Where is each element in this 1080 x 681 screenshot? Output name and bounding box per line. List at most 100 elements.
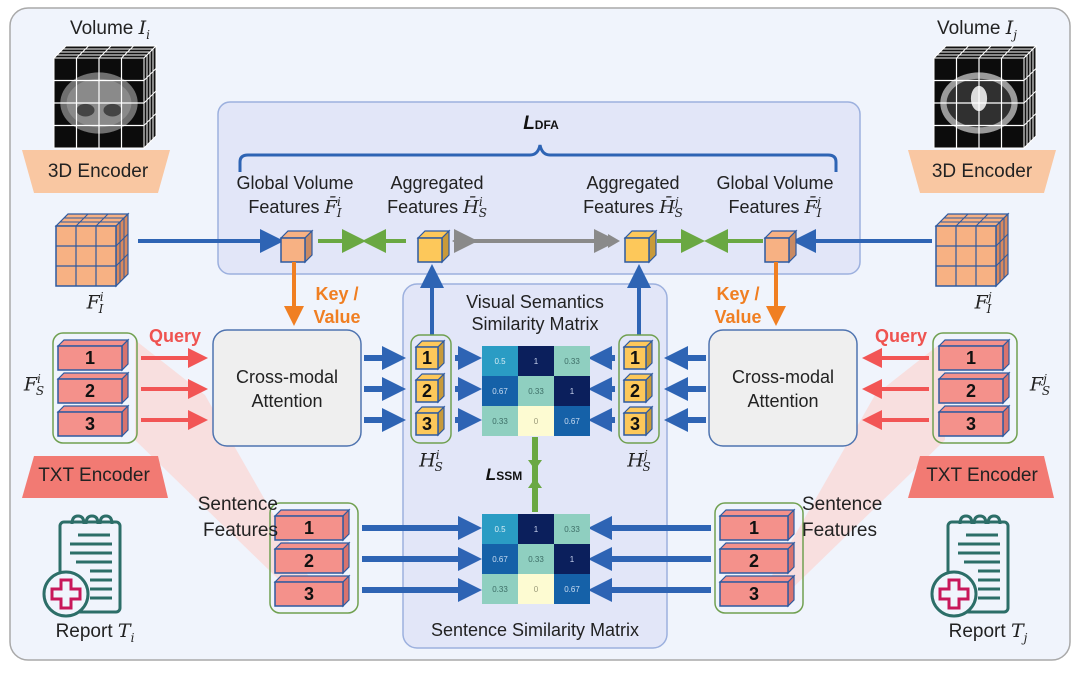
- sentence-block-left-1: 1: [56, 338, 130, 372]
- block-side: [342, 508, 350, 542]
- block-number: 1: [630, 348, 640, 368]
- block-front: [274, 581, 344, 607]
- block-front: [57, 378, 123, 404]
- ct-grid-line: [1023, 113, 1037, 126]
- block-number: 1: [749, 518, 759, 538]
- cube-front: [624, 237, 650, 263]
- report-ring: [972, 514, 988, 525]
- block-top: [937, 339, 1011, 347]
- query-label-right: Query: [874, 326, 928, 346]
- block-side: [787, 541, 795, 575]
- block-number: 3: [966, 414, 976, 434]
- block-front: [719, 515, 789, 541]
- sentence-group-right: [932, 332, 1018, 444]
- feature-cube-side: [995, 212, 1009, 288]
- hs-block-left-1: 1: [414, 339, 446, 371]
- feature-cube-front: [935, 225, 997, 287]
- block-number: 2: [85, 381, 95, 401]
- block-side: [1002, 371, 1010, 405]
- matrix-cell: [518, 376, 554, 406]
- matrix-cell-value: 0.33: [492, 585, 508, 594]
- report-ring: [986, 514, 1002, 525]
- block-front: [938, 345, 1004, 371]
- ct-grid-line: [121, 45, 134, 59]
- hs-block-left-2: 2: [414, 372, 446, 404]
- matrix-cell-value: 0.5: [494, 357, 506, 366]
- cube-front: [280, 237, 306, 263]
- arrow-ssm-head-down: [528, 460, 542, 470]
- cube-front: [764, 237, 790, 263]
- matrix-cell-value: 0.5: [494, 525, 506, 534]
- block-front: [57, 345, 123, 371]
- report-ring: [98, 514, 114, 525]
- sentence-feature-block-left-1: 1: [273, 508, 351, 542]
- block-front: [938, 411, 1004, 437]
- matrix-cell-value: 0.67: [492, 387, 508, 396]
- block-top: [56, 405, 130, 413]
- block-front: [274, 548, 344, 574]
- volume-feature-cube-left: [54, 212, 130, 288]
- block-side: [121, 338, 129, 372]
- txt-encoder-right-label: TXT Encoder: [926, 465, 1038, 486]
- matrix-cell: [518, 574, 554, 604]
- sentence-block-right-3: 3: [937, 404, 1011, 438]
- arrow-gray-head-right: [608, 234, 620, 248]
- matrix-cell: [518, 514, 554, 544]
- ct-front-border: [53, 57, 145, 149]
- hs-group-right: [618, 334, 660, 444]
- matrix-cell: [554, 346, 590, 376]
- sentence-block-right-2: 2: [937, 371, 1011, 405]
- encoder-3d-left-label: 3D Encoder: [47, 161, 149, 182]
- block-number: 3: [304, 584, 314, 604]
- arrow-gray-head-left: [452, 234, 464, 248]
- encoder-3d-right: [908, 150, 1056, 193]
- ct-lung: [76, 103, 95, 117]
- block-side: [121, 371, 129, 405]
- volume-feature-cube-right: [934, 212, 1010, 288]
- block-number: 3: [630, 414, 640, 434]
- hs-block-right-1: 1: [622, 339, 654, 371]
- loss-dfa-label: LDFA: [523, 113, 559, 134]
- loss-ssm-label: LSSM: [485, 465, 523, 484]
- block-number: 3: [85, 414, 95, 434]
- ct-volume-left: [52, 44, 158, 150]
- ct-grid-line: [143, 113, 157, 126]
- matrix-cell: [482, 514, 518, 544]
- matrix-cell-value: 0.67: [564, 585, 580, 594]
- block-number: 2: [966, 381, 976, 401]
- block-front: [415, 412, 439, 436]
- block-top: [56, 339, 130, 347]
- feature-cube-grid: [115, 253, 129, 267]
- ct-grid-line: [1001, 45, 1014, 59]
- hs-label-right: HjS: [627, 448, 651, 475]
- ct-lung: [103, 103, 122, 117]
- block-side: [121, 404, 129, 438]
- sentence-features-group-left: [269, 502, 359, 614]
- matrix-cell: [554, 514, 590, 544]
- matrix-cell: [554, 406, 590, 436]
- global-volume-cube-right: [763, 229, 798, 264]
- report-ring: [84, 514, 100, 525]
- block-front: [415, 346, 439, 370]
- report-ring: [958, 514, 974, 525]
- report-label-left: Report Ti: [55, 620, 135, 645]
- key-value-label-left: Key /Value: [313, 284, 361, 327]
- feature-cube-side: [115, 212, 129, 288]
- block-front: [623, 379, 647, 403]
- hs-block-right-3: 3: [622, 405, 654, 437]
- cube-front: [417, 237, 443, 263]
- encoder-3d-right-label: 3D Encoder: [931, 161, 1033, 182]
- block-number: 2: [304, 551, 314, 571]
- block-front: [719, 548, 789, 574]
- matrix-cell-value: 1: [534, 357, 539, 366]
- ct-grid-line: [143, 90, 157, 104]
- matrix-cell: [482, 544, 518, 574]
- block-top: [718, 509, 796, 517]
- block-front: [415, 379, 439, 403]
- arrow-ssm-head-up: [528, 478, 542, 488]
